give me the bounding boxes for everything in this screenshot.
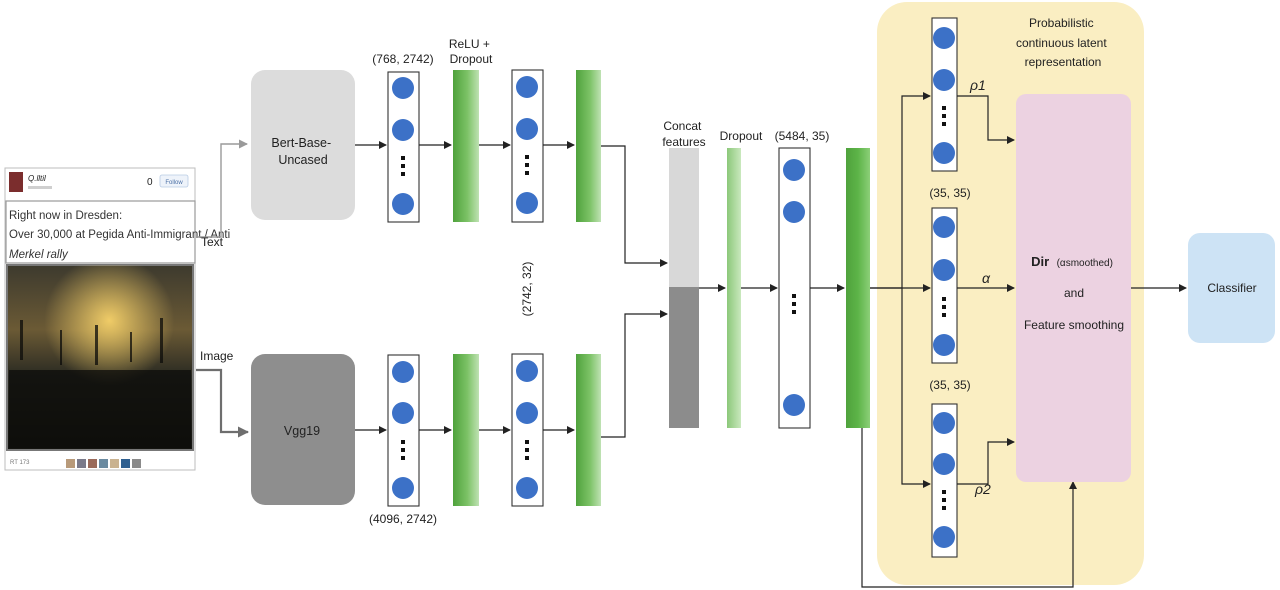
activation-label: ReLU + Dropout [449, 37, 493, 66]
dir-label: Dir (αsmoothed) [1031, 253, 1113, 270]
latent-shape-2: (35, 35) [929, 378, 970, 392]
neuron [933, 526, 955, 548]
alpha-label: α [982, 270, 991, 286]
classifier-label: Classifier [1207, 281, 1256, 295]
vgg-encoder-label: Vgg19 [284, 424, 320, 438]
concat-image-part [669, 287, 699, 428]
tweet-retweeters [66, 459, 141, 468]
bert-encoder-box [251, 70, 355, 220]
neuron [516, 192, 538, 214]
image-relu-dropout-layer [453, 354, 479, 506]
neuron [516, 76, 538, 98]
rho1-branch-arrow [870, 92, 931, 289]
rho1-to-dir-arrow [957, 95, 1015, 144]
neuron [392, 193, 414, 215]
tweet-card: Q.lltil 0 Follow Right now in Dresden: O… [4, 167, 233, 471]
ellipsis-icon [525, 155, 529, 175]
text-shape-label: (768, 2742) [372, 52, 433, 66]
image-shape-label: (4096, 2742) [369, 512, 437, 526]
neuron [783, 159, 805, 181]
dir-and-label: and [1064, 286, 1084, 300]
neuron [783, 394, 805, 416]
ellipsis-icon [792, 294, 796, 314]
smoothing-skip-arrow [861, 428, 1077, 588]
neuron [933, 69, 955, 91]
neuron [516, 360, 538, 382]
ellipsis-icon [942, 106, 946, 126]
text-input-label: Text [201, 235, 224, 249]
text-input-arrow [196, 139, 248, 238]
ellipsis-icon [401, 156, 405, 176]
tweet-text-box [5, 200, 196, 264]
neuron [392, 119, 414, 141]
tweet-handle [28, 186, 52, 189]
ellipsis-icon [942, 490, 946, 510]
neuron [392, 477, 414, 499]
text-layer-1-neurons [392, 77, 414, 215]
neuron [933, 259, 955, 281]
neuron [933, 334, 955, 356]
image-input-label: Image [200, 349, 234, 363]
fusion-output-layer [846, 148, 870, 428]
classifier-box [1188, 233, 1275, 343]
rho1-label: ρ1 [969, 77, 986, 93]
fusion-shape-label: (5484, 35) [775, 129, 830, 143]
latent-shape-1: (35, 35) [929, 186, 970, 200]
hidden-shape-label: (2742, 32) [520, 262, 534, 317]
ellipsis-icon [942, 297, 946, 317]
neuron [392, 361, 414, 383]
text-output-layer [576, 70, 601, 222]
bert-encoder-label: Bert-Base- Uncased [271, 136, 334, 167]
photo-crowd [9, 318, 191, 448]
dropout-label: Dropout [720, 129, 763, 143]
rho2-to-dir-arrow [957, 438, 1015, 485]
dropout-layer [727, 148, 741, 428]
latent-layer-rho1-neurons [933, 27, 955, 164]
feature-smoothing-label: Feature smoothing [1024, 318, 1124, 332]
image-output-layer [576, 354, 601, 506]
neuron [933, 453, 955, 475]
neuron [516, 118, 538, 140]
neuron [392, 77, 414, 99]
latent-layer-rho2-neurons [933, 412, 955, 548]
neuron [392, 402, 414, 424]
neuron [783, 201, 805, 223]
rho2-branch-arrow [901, 288, 931, 488]
fusion-layer [778, 147, 811, 429]
tweet-follow-button [159, 174, 189, 188]
neuron [933, 27, 955, 49]
tweet-count: 0 [147, 177, 153, 188]
fusion-layer-neurons [783, 159, 805, 416]
tweet-follow-label: Follow [165, 180, 183, 186]
latent-title: Probabilistic continuous latent represen… [1016, 16, 1110, 69]
text-to-concat-arrow [601, 145, 668, 267]
ellipsis-icon [525, 440, 529, 460]
image-layer-2-neurons [516, 360, 538, 499]
tweet-avatar [9, 172, 23, 192]
neuron [933, 216, 955, 238]
concat-text-part [669, 148, 699, 287]
neuron [933, 412, 955, 434]
latent-layer-alpha-neurons [933, 216, 955, 356]
rho2-label: ρ2 [974, 481, 991, 497]
neuron [516, 402, 538, 424]
vgg-encoder-box [251, 354, 355, 505]
ellipsis-icon [401, 440, 405, 460]
tweet-footer: RT 173 [10, 460, 30, 466]
neuron [516, 477, 538, 499]
image-input-arrow [196, 368, 249, 438]
image-layer-1-neurons [392, 361, 414, 499]
text-relu-dropout-layer [453, 70, 479, 222]
tweet-user: Q.lltil [28, 174, 46, 183]
neuron [933, 142, 955, 164]
text-layer-2-neurons [516, 76, 538, 214]
image-to-concat-arrow [601, 310, 668, 438]
concat-label: Concat features [662, 119, 705, 149]
dir-smoothing-box [1016, 94, 1131, 482]
tweet-text: Right now in Dresden: Over 30,000 at Peg… [9, 210, 233, 261]
